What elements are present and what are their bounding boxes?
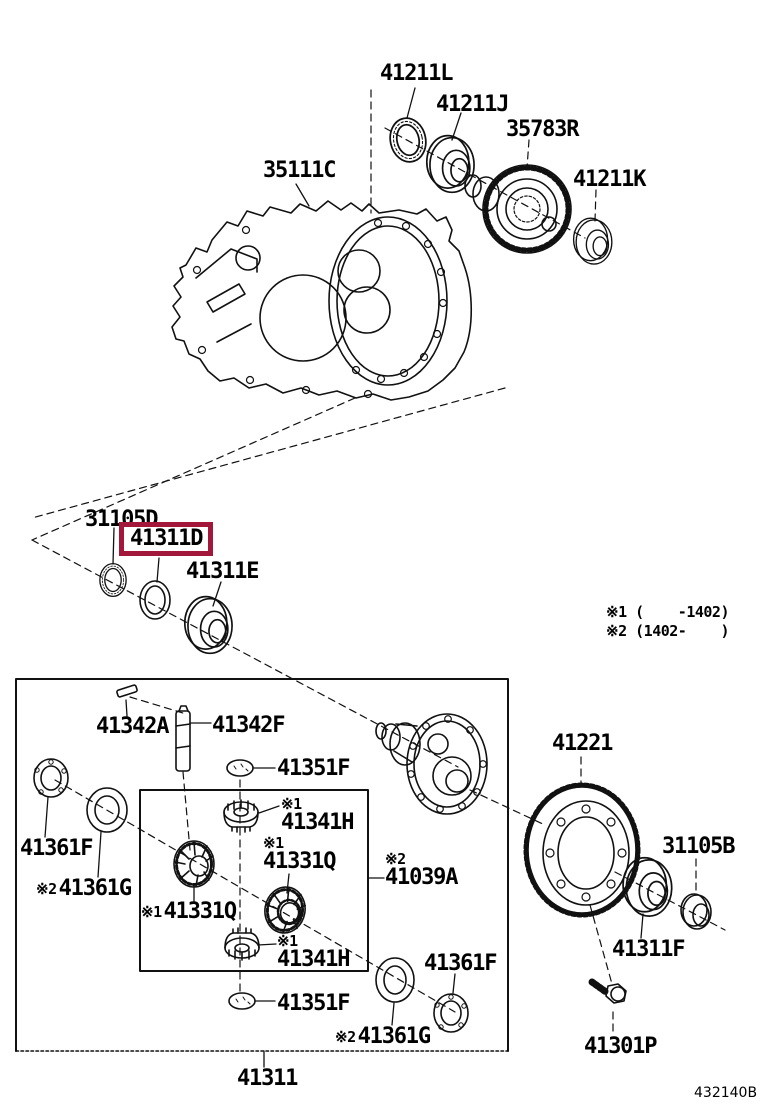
part-label-41311E-7[interactable]: 41311E [186, 559, 259, 584]
part-label-41361F-19[interactable]: 41361F [20, 836, 93, 861]
part-label-41331Q-14[interactable]: ※141331Q [141, 899, 237, 924]
washer-41361G-bottom-art [375, 957, 415, 1003]
seal-31105D-art [99, 562, 127, 598]
part-number: 41341H [281, 810, 354, 835]
washer-41351F-bottom-art [228, 992, 256, 1010]
part-number: 41211J [436, 92, 509, 117]
pinion-41331Q-left-art [172, 839, 216, 889]
side-gear-41341H-top-art [223, 799, 259, 833]
part-number: 41341H [277, 947, 350, 972]
part-number: 41039A [385, 865, 458, 890]
side-gear-41341H-bottom-art [224, 927, 260, 961]
assembly-outer-box [15, 678, 509, 1052]
diff-case-41039A-art [375, 713, 488, 815]
part-label-41311F-23[interactable]: 41311F [612, 937, 685, 962]
ring-41311D-art [139, 580, 171, 620]
part-number: 41311E [186, 559, 259, 584]
part-number: 41301P [584, 1034, 657, 1059]
diff-drive-gear-35783R-art [464, 164, 572, 254]
shaft-41342F-art [175, 705, 191, 772]
note-marker: ※1 [141, 903, 162, 921]
part-number: 41342F [212, 713, 285, 738]
diagram-code: 432140B [694, 1085, 758, 1101]
part-number: 41311 [237, 1066, 298, 1091]
note-marker: ※2 [36, 880, 57, 898]
washer-41361F-bottom-art [433, 993, 469, 1033]
part-number: 41311D [130, 526, 203, 551]
bearing-41211K-art [572, 217, 613, 265]
part-number: 41311F [612, 937, 685, 962]
part-number: 41351F [277, 756, 350, 781]
note-marker: ※1 [277, 932, 298, 950]
part-label-41342A-8[interactable]: 41342A [96, 714, 169, 739]
part-number: 41361F [424, 951, 497, 976]
note-marker: ※2 [335, 1028, 356, 1046]
part-label-41211J-1[interactable]: 41211J [436, 92, 509, 117]
bolt-41301P-art [588, 978, 627, 1004]
part-label-41301P-24[interactable]: 41301P [584, 1034, 657, 1059]
part-number: 41331Q [163, 899, 237, 924]
assembly-inner-box [139, 789, 369, 972]
part-number: 41342A [96, 714, 169, 739]
note-marker: ※1 [263, 834, 284, 852]
part-label-41342F-9[interactable]: 41342F [212, 713, 285, 738]
part-number: 41351F [277, 991, 350, 1016]
race-31105B-art [680, 893, 712, 930]
part-number: 41221 [552, 731, 613, 756]
washer-41361F-left-art [33, 758, 69, 798]
pin-41342A-art [116, 684, 138, 698]
part-label-41211K-3[interactable]: 41211K [573, 167, 646, 192]
part-number: 35783R [506, 117, 579, 142]
transaxle-case-art [171, 200, 473, 401]
part-label-41361G-17[interactable]: ※241361G [335, 1024, 431, 1049]
part-label-41351F-16[interactable]: 41351F [277, 991, 350, 1016]
part-number: 41211K [573, 167, 646, 192]
leader-lines [44, 87, 644, 1068]
part-number: 41331Q [263, 849, 336, 874]
part-label-35783R-2[interactable]: 35783R [506, 117, 579, 142]
part-number: 41361G [58, 876, 132, 901]
part-number: 35111C [263, 158, 336, 183]
part-label-41361F-18[interactable]: 41361F [424, 951, 497, 976]
washer-41351F-top-art [226, 759, 254, 777]
part-number: 41361F [20, 836, 93, 861]
note-marker: ※1 [281, 795, 302, 813]
footnote-2: ※2 (1402- ) [606, 622, 729, 640]
part-label-35111C-4[interactable]: 35111C [263, 158, 336, 183]
part-number: 41211L [380, 61, 453, 86]
part-label-41351F-10[interactable]: 41351F [277, 756, 350, 781]
projection-dashed-lines [31, 89, 726, 1036]
part-number: 31105B [662, 834, 735, 859]
note-marker: ※2 [385, 850, 406, 868]
part-label-31105B-22[interactable]: 31105B [662, 834, 735, 859]
part-number: 41361G [357, 1024, 431, 1049]
part-label-41221-21[interactable]: 41221 [552, 731, 613, 756]
washer-41361G-left-art [86, 787, 128, 833]
part-label-41361G-20[interactable]: ※241361G [36, 876, 132, 901]
pinion-41331Q-center-art [259, 882, 311, 938]
part-label-41211L-0[interactable]: 41211L [380, 61, 453, 86]
part-label-41311-25[interactable]: 41311 [237, 1066, 298, 1091]
footnote-1: ※1 ( -1402) [606, 603, 729, 621]
part-label-41311D-6[interactable]: 41311D [119, 522, 214, 556]
ring-gear-41221-art [523, 782, 641, 918]
